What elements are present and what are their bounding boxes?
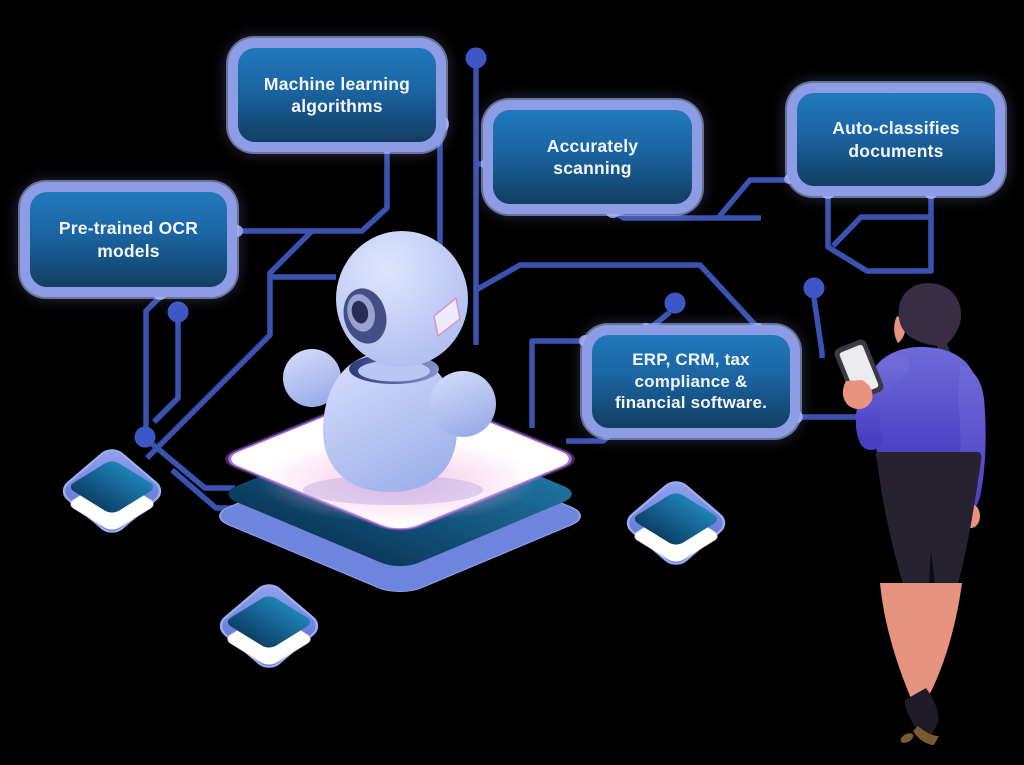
connector-line <box>811 297 825 358</box>
woman-skirt <box>875 452 982 584</box>
woman-left-arm <box>855 354 909 450</box>
node-erp-integration: ERP, CRM, tax compliance & financial sof… <box>582 325 800 438</box>
connector-line <box>145 229 336 460</box>
connector-node-dot <box>664 292 686 314</box>
node-pretrained-ocr-panel: Pre-trained OCR models <box>30 192 227 287</box>
connector-line <box>149 440 235 491</box>
connector-line <box>152 322 181 424</box>
woman-legs <box>880 583 962 701</box>
robot-left-arm <box>283 349 341 407</box>
connector-node-dot <box>134 426 156 448</box>
layers-icon <box>214 579 324 673</box>
connector-line <box>473 68 486 345</box>
node-pretrained-ocr: Pre-trained OCR models <box>20 182 237 297</box>
node-label: Machine learning algorithms <box>263 73 411 116</box>
node-label: Accurately scanning <box>546 135 639 178</box>
connector-node-dot <box>803 277 825 299</box>
woman-shoe <box>905 688 939 741</box>
robot-eye-icon <box>343 288 387 344</box>
smartphone <box>834 339 884 401</box>
node-auto-classifies-panel: Auto-classifies documents <box>797 93 995 186</box>
connector-line <box>474 262 761 330</box>
connector-line <box>238 150 390 234</box>
node-label: Pre-trained OCR models <box>58 218 199 261</box>
node-label: ERP, CRM, tax compliance & financial sof… <box>614 349 768 413</box>
node-label: Auto-classifies documents <box>832 118 960 161</box>
connector-node-dots <box>134 47 825 448</box>
node-machine-learning-panel: Machine learning algorithms <box>238 48 436 142</box>
connector-node-dot <box>167 301 189 323</box>
robot-face-panel <box>433 297 461 337</box>
node-accurately-scanning-panel: Accurately scanning <box>493 110 692 204</box>
connector-line <box>529 338 583 428</box>
connector-line <box>825 194 934 274</box>
node-accurately-scanning: Accurately scanning <box>483 100 702 214</box>
layers-icon <box>621 476 731 570</box>
connector-node-dot <box>465 47 487 69</box>
robot-body <box>323 352 457 492</box>
robot-illustration <box>283 231 496 492</box>
woman-left-hand <box>842 380 873 410</box>
robot-right-arm <box>430 371 496 437</box>
woman-illustration <box>834 282 986 745</box>
woman-shoe-sole <box>900 733 914 743</box>
node-machine-learning: Machine learning algorithms <box>228 38 446 152</box>
woman-skirt-slit <box>929 550 935 584</box>
connector-line <box>143 295 162 427</box>
node-erp-integration-panel: ERP, CRM, tax compliance & financial sof… <box>592 335 790 428</box>
woman-shoe-sole <box>913 726 939 745</box>
node-auto-classifies: Auto-classifies documents <box>787 83 1005 196</box>
